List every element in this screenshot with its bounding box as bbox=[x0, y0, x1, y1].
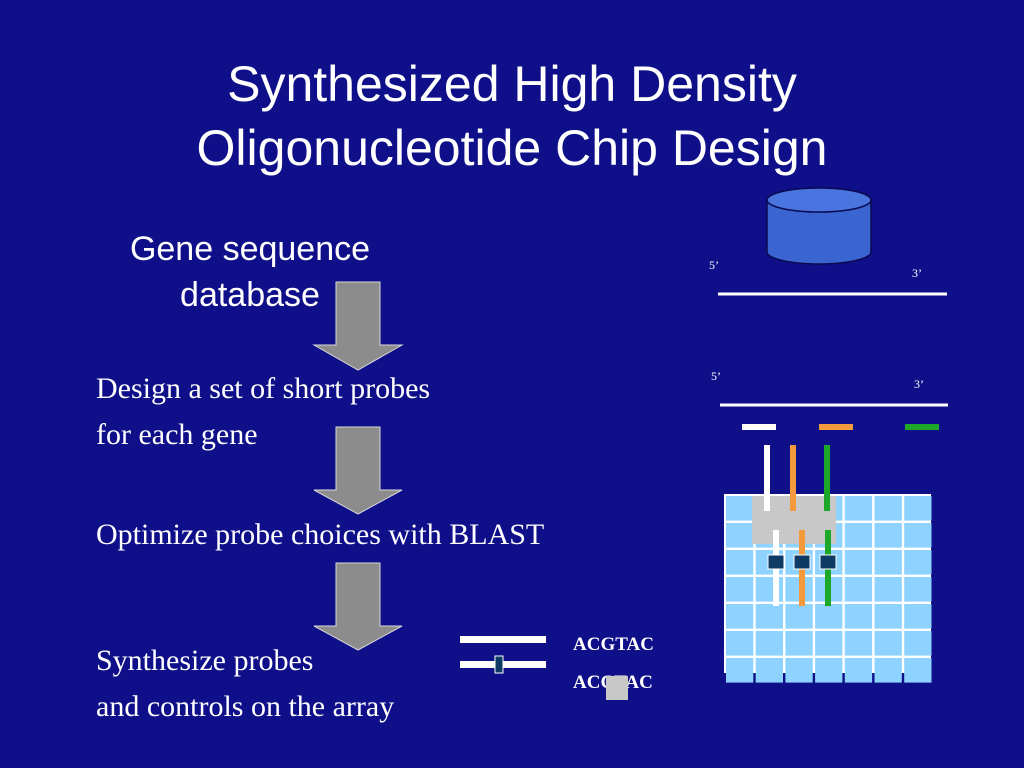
database-cylinder-icon bbox=[766, 187, 872, 265]
array-cell bbox=[755, 631, 783, 656]
array-cell bbox=[904, 496, 932, 521]
array-cell bbox=[755, 604, 783, 629]
probe-short-green bbox=[905, 424, 939, 430]
array-cell bbox=[726, 523, 754, 548]
array-cell bbox=[904, 523, 932, 548]
slide-title: Synthesized High Density Oligonucleotide… bbox=[0, 52, 1024, 180]
array-cell bbox=[874, 604, 902, 629]
array-cell bbox=[844, 658, 873, 683]
array-cell bbox=[874, 577, 902, 602]
array-cell bbox=[904, 631, 932, 656]
array-cell bbox=[904, 604, 932, 629]
step-optimize-line1: Optimize probe choices with BLAST bbox=[96, 518, 545, 551]
array-cell bbox=[726, 631, 754, 656]
array-cell bbox=[874, 523, 902, 548]
step-synthesize-line1: Synthesize probes bbox=[96, 644, 314, 677]
array-cell bbox=[726, 550, 754, 575]
array-cell bbox=[844, 604, 873, 629]
database-label-line2: database bbox=[180, 276, 320, 314]
array-cell bbox=[844, 523, 873, 548]
strand1-three-prime-label: 3’ bbox=[912, 266, 922, 280]
perfect-match-probe bbox=[460, 636, 546, 643]
step-design-probes: Design a set of short probes for each ge… bbox=[96, 366, 430, 458]
database-label-line1: Gene sequence bbox=[129, 230, 371, 268]
probe-vertical-orange bbox=[790, 445, 796, 511]
mismatch-probe-marker bbox=[494, 655, 504, 674]
array-cell bbox=[874, 496, 902, 521]
step-synthesize-line2: and controls on the array bbox=[96, 690, 395, 723]
array-cell bbox=[844, 550, 873, 575]
database-label: Gene sequence database bbox=[70, 226, 430, 318]
array-cell bbox=[785, 631, 813, 656]
down-arrow-icon-2 bbox=[313, 426, 403, 515]
step-design-line1: Design a set of short probes bbox=[96, 372, 431, 405]
step-design-line2: for each gene bbox=[96, 418, 258, 451]
array-cell bbox=[904, 550, 932, 575]
array-cell bbox=[726, 577, 754, 602]
array-cell bbox=[726, 658, 754, 683]
array-cell bbox=[904, 577, 932, 602]
down-arrow-icon-3 bbox=[313, 562, 403, 651]
array-cell bbox=[815, 658, 843, 683]
array-cell bbox=[815, 631, 843, 656]
strand1-five-prime-label: 5’ bbox=[709, 258, 719, 272]
sequence-match: ACGTAC bbox=[573, 634, 654, 655]
probe-short-white bbox=[742, 424, 776, 430]
step-synthesize: Synthesize probes and controls on the ar… bbox=[96, 638, 394, 730]
mismatch-marker-3 bbox=[819, 554, 837, 570]
mismatch-marker-2 bbox=[793, 554, 811, 570]
array-cell bbox=[815, 604, 843, 629]
strand2-three-prime-label: 3’ bbox=[914, 377, 924, 391]
array-cell bbox=[844, 496, 873, 521]
slide-title-line1: Synthesized High Density bbox=[227, 56, 797, 112]
array-cell bbox=[726, 604, 754, 629]
array-cell bbox=[844, 631, 873, 656]
array-cell bbox=[874, 550, 902, 575]
array-cell bbox=[874, 631, 902, 656]
array-cell bbox=[785, 658, 813, 683]
array-cell bbox=[844, 577, 873, 602]
probe-short-orange bbox=[819, 424, 853, 430]
probe-vertical-white bbox=[764, 445, 770, 511]
array-cell bbox=[785, 604, 813, 629]
array-cell bbox=[874, 658, 902, 683]
mismatch-base-highlight bbox=[606, 676, 628, 700]
probe-vertical-green bbox=[824, 445, 830, 511]
mismatch-marker-1 bbox=[767, 554, 785, 570]
array-cell bbox=[904, 658, 932, 683]
array-cell bbox=[755, 658, 783, 683]
down-arrow-icon-1 bbox=[312, 281, 404, 371]
array-cell bbox=[726, 496, 754, 521]
step-optimize-blast: Optimize probe choices with BLAST bbox=[96, 512, 544, 558]
slide-title-line2: Oligonucleotide Chip Design bbox=[196, 120, 828, 176]
strand2-five-prime-label: 5’ bbox=[711, 369, 721, 383]
